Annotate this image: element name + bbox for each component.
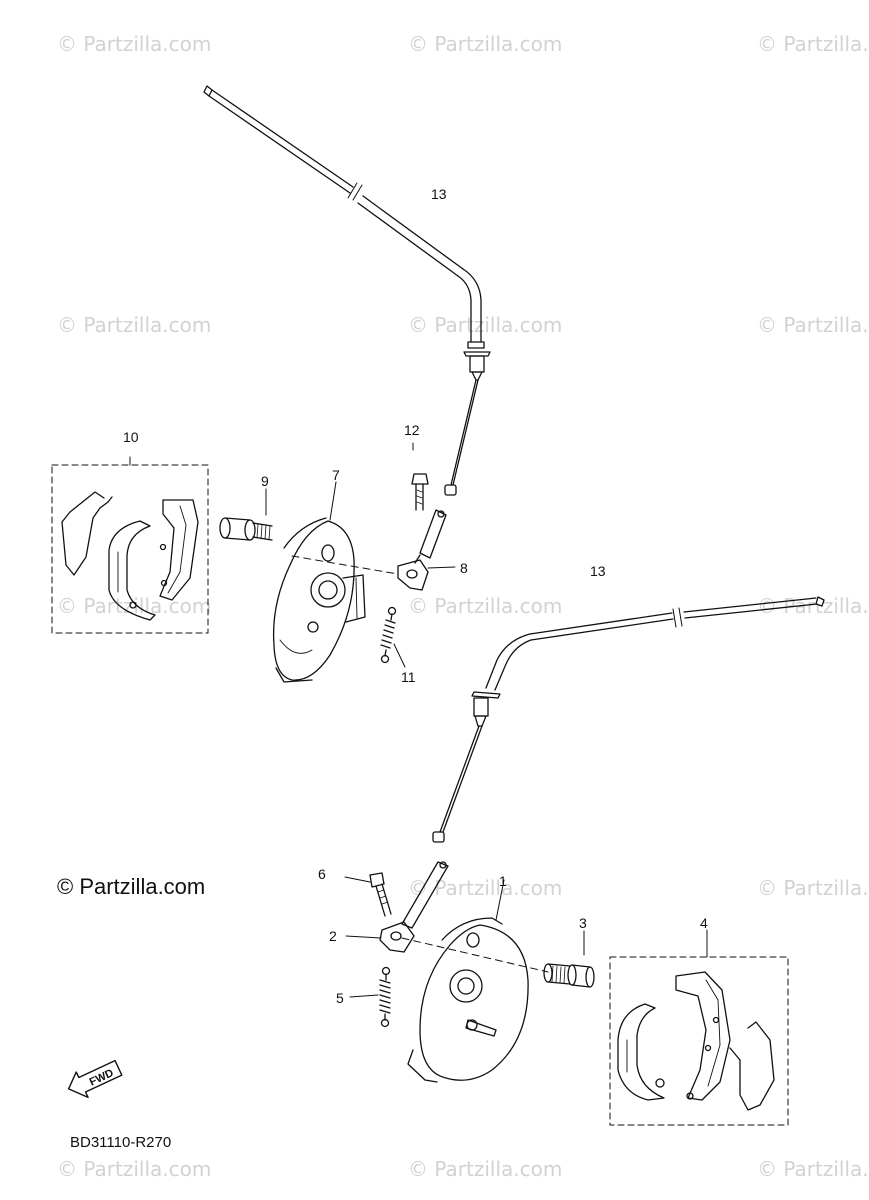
watermark: © Partzilla.com [757,32,869,56]
callout-3: 3 [579,915,587,931]
callout-10: 10 [123,429,139,445]
watermark: © Partzilla.com [757,313,869,337]
watermark: © Partzilla.com [757,876,869,900]
cam-shaft-right [543,930,595,988]
callout-2: 2 [329,928,337,944]
callout-8: 8 [460,560,468,576]
watermark: © Partzilla.com [757,1157,869,1181]
brake-panel-left [272,481,366,683]
callout-13-lower: 13 [590,563,606,579]
cam-shaft-left [219,488,273,541]
callout-6: 6 [318,866,326,882]
diagram-code: BD31110-R270 [70,1134,172,1151]
copyright-text: © Partzilla.com [57,874,206,899]
camshaft-lever-right [344,861,449,953]
watermark: © Partzilla.com [408,876,563,900]
shoe-set-box-right [609,929,789,1126]
watermark: © Partzilla.com [408,313,563,337]
return-spring-right [349,966,391,1028]
watermark: © Partzilla.com [57,313,212,337]
callout-9: 9 [261,473,269,489]
watermark: © Partzilla.com [408,32,563,56]
callout-11: 11 [401,669,416,685]
watermark: © Partzilla.com [408,594,563,618]
watermark: © Partzilla.com [408,1157,563,1181]
callout-12: 12 [404,422,420,438]
brake-cable-upper [203,85,491,496]
callout-1: 1 [499,873,507,889]
watermark: © Partzilla.com [57,1157,212,1181]
watermark: © Partzilla.com [57,32,212,56]
brake-panel-right [407,879,529,1083]
shoe-set-box-left [51,456,209,634]
callout-5: 5 [336,990,344,1006]
brake-cable-lower [432,596,825,843]
fwd-arrow-icon: FWD [67,1059,123,1099]
fwd-label: FWD [88,1067,116,1088]
callout-4: 4 [700,915,708,931]
callout-7: 7 [332,467,340,483]
callout-13-upper: 13 [431,186,447,202]
camshaft-lever-left [397,442,456,591]
return-spring-left [380,606,406,668]
